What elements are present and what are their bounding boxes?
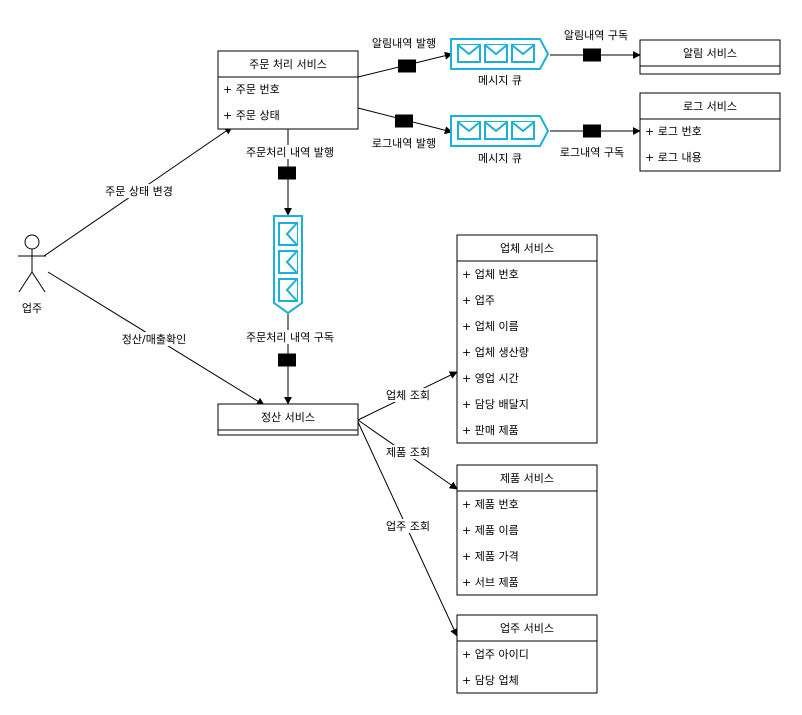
product-service-field: + 서브 제품 xyxy=(462,576,519,589)
edge-label-log-publish: 로그내역 발행 xyxy=(372,137,436,150)
vendor-service-field: + 업주 xyxy=(462,294,495,307)
envelope-icon xyxy=(583,124,601,138)
envelope-icon xyxy=(395,114,413,128)
order-service-field: + 주문 상태 xyxy=(223,109,280,122)
log-service-box[interactable]: 로그 서비스 + 로그 번호 + 로그 내용 xyxy=(639,92,781,172)
vendor-service-field: + 업체 생산량 xyxy=(462,346,529,359)
settle-service-title: 정산 서비스 xyxy=(261,411,315,424)
vendor-service-field: + 영업 시간 xyxy=(462,372,519,385)
product-service-box[interactable]: 제품 서비스 + 제품 번호 + 제품 이름 + 제품 가격 + 서브 제품 xyxy=(456,464,598,596)
vendor-service-title: 업체 서비스 xyxy=(500,242,554,255)
vendor-service-field: + 업체 이름 xyxy=(462,320,519,333)
product-service-title: 제품 서비스 xyxy=(500,472,554,485)
notify-service-title: 알림 서비스 xyxy=(683,46,737,60)
edge-labels: 주문 상태 변경 정산/매출확인 알림내역 발행 알림내역 구독 로그내역 발행… xyxy=(100,28,628,533)
envelope-icon xyxy=(278,353,296,367)
vendor-service-box[interactable]: 업체 서비스 + 업체 번호 + 업주 + 업체 이름 + 업체 생산량 + 영… xyxy=(456,234,598,444)
envelope-icon xyxy=(583,48,601,62)
notify-service-box[interactable]: 알림 서비스 xyxy=(639,39,781,75)
envelope-icon xyxy=(398,59,416,73)
vendor-service-field: + 업체 번호 xyxy=(462,268,519,281)
message-queue-icon[interactable] xyxy=(450,38,550,70)
log-service-field: + 로그 번호 xyxy=(645,125,702,138)
log-queue-label: 메시지 큐 xyxy=(478,152,522,165)
owner-service-field: + 업주 아이디 xyxy=(462,648,529,661)
order-service-field: + 주문 번호 xyxy=(223,83,280,96)
owner-service-box[interactable]: 업주 서비스 + 업주 아이디 + 담당 업체 xyxy=(456,614,598,694)
edge-label-log-subscribe: 로그내역 구독 xyxy=(560,146,624,159)
edge-label-notify-publish: 알림내역 발행 xyxy=(372,36,436,50)
settle-service-box[interactable]: 정산 서비스 xyxy=(217,403,359,436)
message-queue-icon[interactable] xyxy=(273,215,303,315)
product-service-field: + 제품 번호 xyxy=(462,498,519,511)
actor-icon xyxy=(18,234,46,293)
order-service-title: 주문 처리 서비스 xyxy=(249,58,327,71)
edge-label-actor-settle: 정산/매출확인 xyxy=(122,333,186,346)
actor-label: 업주 xyxy=(22,302,42,315)
log-service-field: + 로그 내용 xyxy=(645,151,702,164)
edge-label-owner-query: 업주 조회 xyxy=(386,520,430,533)
edge-label-order-subscribe: 주문처리 내역 구독 xyxy=(246,331,334,344)
edge-label-product-query: 제품 조회 xyxy=(386,446,430,459)
message-queue-icon[interactable] xyxy=(450,115,550,147)
product-service-field: + 제품 가격 xyxy=(462,550,519,563)
edge-label-order-publish: 주문처리 내역 발행 xyxy=(246,146,334,159)
vendor-service-field: + 판매 제품 xyxy=(462,424,519,437)
order-service-box[interactable]: 주문 처리 서비스 + 주문 번호 + 주문 상태 xyxy=(217,50,359,130)
log-service-title: 로그 서비스 xyxy=(683,100,737,113)
owner-service-title: 업주 서비스 xyxy=(500,622,554,635)
edge-label-vendor-query: 업체 조회 xyxy=(386,389,430,402)
edge-label-notify-subscribe: 알림내역 구독 xyxy=(564,28,628,42)
vendor-service-field: + 담당 배달지 xyxy=(462,398,529,411)
product-service-field: + 제품 이름 xyxy=(462,524,519,537)
owner-service-field: + 담당 업체 xyxy=(462,674,519,687)
envelope-icon xyxy=(278,166,296,180)
edge-label-actor-order: 주문 상태 변경 xyxy=(105,185,173,198)
notify-queue-label: 메시지 큐 xyxy=(478,74,522,87)
